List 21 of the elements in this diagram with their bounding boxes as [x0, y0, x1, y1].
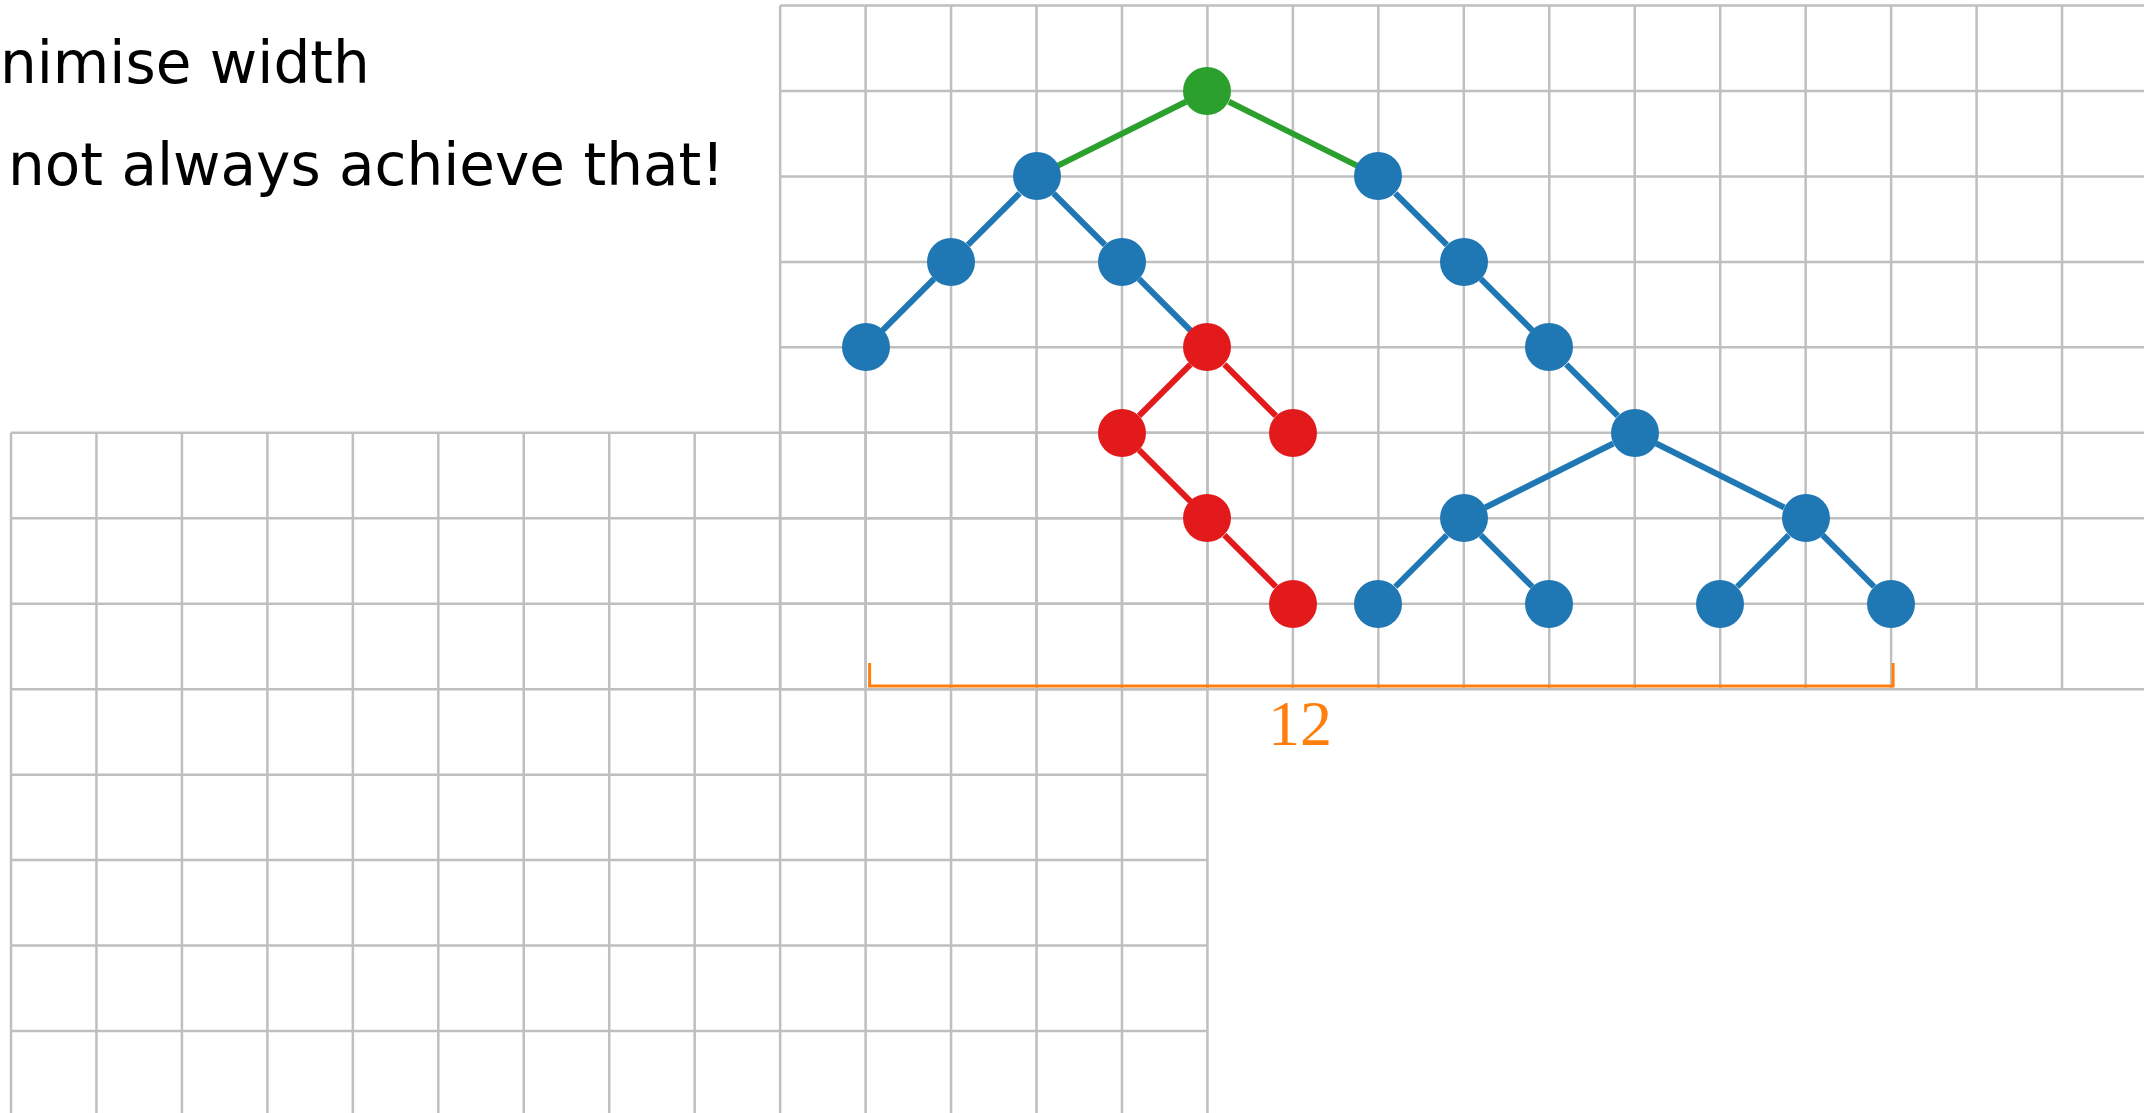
tree-edge [965, 191, 1022, 248]
tree-edge [1222, 533, 1279, 589]
tree-edge [1654, 440, 1786, 511]
tree-edge [1483, 440, 1615, 511]
tree-edge [1735, 533, 1791, 589]
tree-edge [1478, 276, 1535, 333]
tree-edge [1820, 533, 1877, 589]
tree-edge [1478, 533, 1535, 589]
tree-edge [1051, 191, 1108, 248]
tree-edge [1393, 191, 1449, 248]
tree-edge [1136, 447, 1193, 504]
tree-edge [880, 276, 937, 333]
tree-edge [1056, 99, 1188, 169]
tree-edge [1564, 362, 1620, 418]
tree-edge [1136, 276, 1193, 333]
tree-edge [1227, 99, 1359, 169]
tree-edge [1393, 533, 1449, 589]
tree-edge [1136, 362, 1193, 418]
dimension-label: 12 [1268, 692, 1332, 756]
text-line: nimise width [0, 34, 370, 92]
tree-edge [1222, 362, 1279, 418]
